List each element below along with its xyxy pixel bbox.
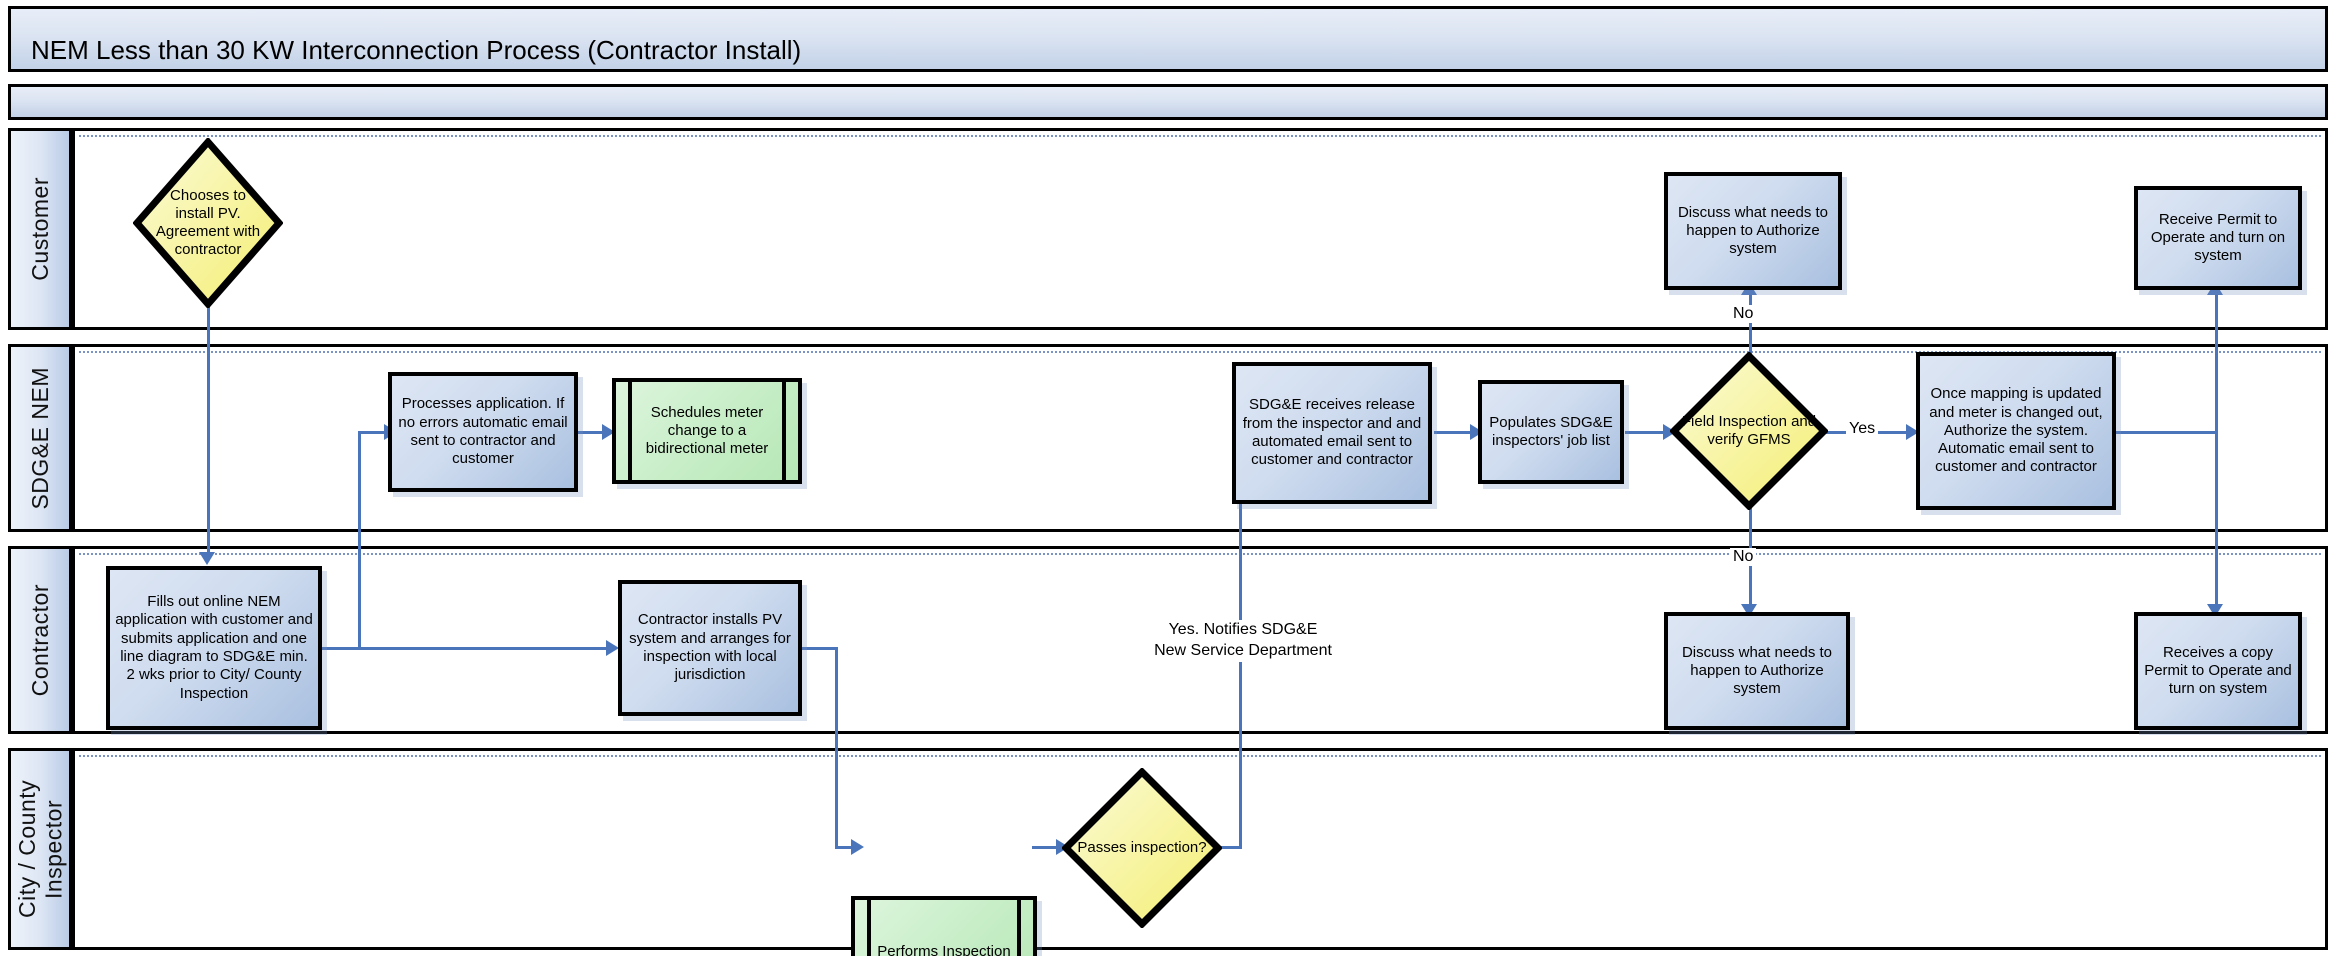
node-label: Contractor installs PV system and arrang…	[629, 611, 791, 684]
node-fills-out-nem-application[interactable]: Fills out online NEM application with cu…	[106, 566, 322, 730]
node-label: Receive Permit to Operate and turn on sy…	[2150, 210, 2286, 265]
lane-body-customer	[72, 128, 2328, 330]
node-contractor-receives-permit-copy[interactable]: Receives a copy Permit to Operate and tu…	[2134, 612, 2302, 730]
lane-header-customer: Customer	[8, 128, 72, 330]
connector-n13-n14-seg2	[2215, 292, 2218, 432]
arrowhead-n3-n4	[602, 424, 615, 440]
node-label: Performs Inspection	[877, 942, 1011, 956]
node-label: Fills out online NEM application with cu…	[115, 593, 313, 702]
connector-n8-n9	[1434, 431, 1476, 434]
node-chooses-to-install-pv[interactable]: Chooses to install PV. Agreement with co…	[133, 138, 283, 308]
lane-label-inspector: City / County Inspector	[13, 779, 66, 919]
connector-n13-n15-seg1	[2215, 431, 2218, 611]
node-contractor-installs-pv[interactable]: Contractor installs PV system and arrang…	[618, 580, 802, 716]
lane-header-sdge-nem: SDG&E NEM	[8, 344, 72, 532]
connector-n5-n6-seg3	[835, 846, 855, 849]
diamond-icon	[1062, 768, 1222, 928]
lane-header-contractor: Contractor	[8, 546, 72, 734]
node-label: Schedules meter change to a bidirectiona…	[645, 403, 769, 458]
connector-n7-n8-seg1	[1218, 846, 1242, 849]
node-label: Chooses to install PV. Agreement with co…	[155, 187, 261, 258]
node-customer-discuss-authorize[interactable]: Discuss what needs to happen to Authoriz…	[1664, 172, 1842, 290]
node-performs-inspection[interactable]: Performs Inspection	[851, 896, 1037, 956]
node-populates-job-list[interactable]: Populates SDG&E inspectors' job list	[1478, 380, 1624, 484]
arrowhead-n10-n13	[1906, 424, 1919, 440]
arrowhead-n5-n6	[851, 839, 864, 855]
arrowhead-n2-n5	[606, 640, 619, 656]
connector-n2-n5	[322, 647, 608, 650]
node-passes-inspection[interactable]: Passes inspection?	[1062, 768, 1222, 928]
edge-label-line-1: Yes. Notifies SDG&E	[1168, 621, 1318, 638]
node-customer-receive-permit[interactable]: Receive Permit to Operate and turn on sy…	[2134, 186, 2302, 290]
connector-n13-n14-seg1	[2112, 431, 2218, 434]
edge-label-yes-notifies: Yes. Notifies SDG&E New Service Departme…	[1100, 620, 1386, 662]
node-once-mapping-updated-authorize[interactable]: Once mapping is updated and meter is cha…	[1916, 352, 2116, 510]
edge-label-yes: Yes	[1846, 420, 1879, 438]
connector-n10-n11	[1749, 292, 1752, 360]
edge-label-no-customer: No	[1730, 305, 1757, 323]
lane-label-customer: Customer	[26, 177, 53, 281]
arrowhead-n1-n2	[199, 552, 215, 565]
node-processes-application[interactable]: Processes application. If no errors auto…	[388, 372, 578, 492]
connector-n3-n4	[578, 431, 606, 434]
node-label: SDG&E receives release from the inspecto…	[1242, 396, 1422, 469]
page-title: NEM Less than 30 KW Interconnection Proc…	[31, 35, 802, 65]
connector-n2-n3-seg3	[358, 431, 386, 434]
node-label: Populates SDG&E inspectors' job list	[1489, 413, 1613, 449]
node-label: Discuss what needs to happen to Authoriz…	[1677, 203, 1829, 258]
node-label: Receives a copy Permit to Operate and tu…	[2144, 643, 2292, 698]
node-label: Processes application. If no errors auto…	[398, 395, 568, 468]
node-contractor-discuss-authorize[interactable]: Discuss what needs to happen to Authoriz…	[1664, 612, 1850, 730]
diagram-title-bar: NEM Less than 30 KW Interconnection Proc…	[8, 6, 2328, 72]
node-label: Discuss what needs to happen to Authoriz…	[1681, 643, 1833, 698]
diamond-icon	[1670, 352, 1828, 510]
diagram-subtitle-bar	[8, 84, 2328, 120]
node-field-inspection-verify-gfms[interactable]: Field Inspection and verify GFMS	[1670, 352, 1828, 510]
connector-n1-n2	[207, 300, 210, 554]
node-label: Once mapping is updated and meter is cha…	[1929, 385, 2103, 476]
lane-header-inspector: City / County Inspector	[8, 748, 72, 950]
diamond-icon	[133, 138, 283, 308]
connector-n6-n7	[1032, 846, 1060, 849]
lane-label-sdge-nem: SDG&E NEM	[26, 366, 53, 510]
node-sdge-receives-release[interactable]: SDG&E receives release from the inspecto…	[1232, 362, 1432, 504]
node-label: Passes inspection?	[1077, 839, 1207, 856]
edge-label-no-contractor: No	[1730, 548, 1757, 566]
lane-label-contractor: Contractor	[26, 583, 53, 697]
connector-n5-n6-seg1	[802, 647, 838, 650]
connector-n2-n3-seg2	[358, 432, 361, 648]
edge-label-line-2: New Service Department	[1154, 641, 1332, 659]
node-schedules-meter-change[interactable]: Schedules meter change to a bidirectiona…	[612, 378, 802, 484]
connector-n5-n6-seg2	[835, 647, 838, 847]
node-label: Field Inspection and verify GFMS	[1681, 413, 1817, 448]
connector-n9-n10	[1625, 431, 1669, 434]
